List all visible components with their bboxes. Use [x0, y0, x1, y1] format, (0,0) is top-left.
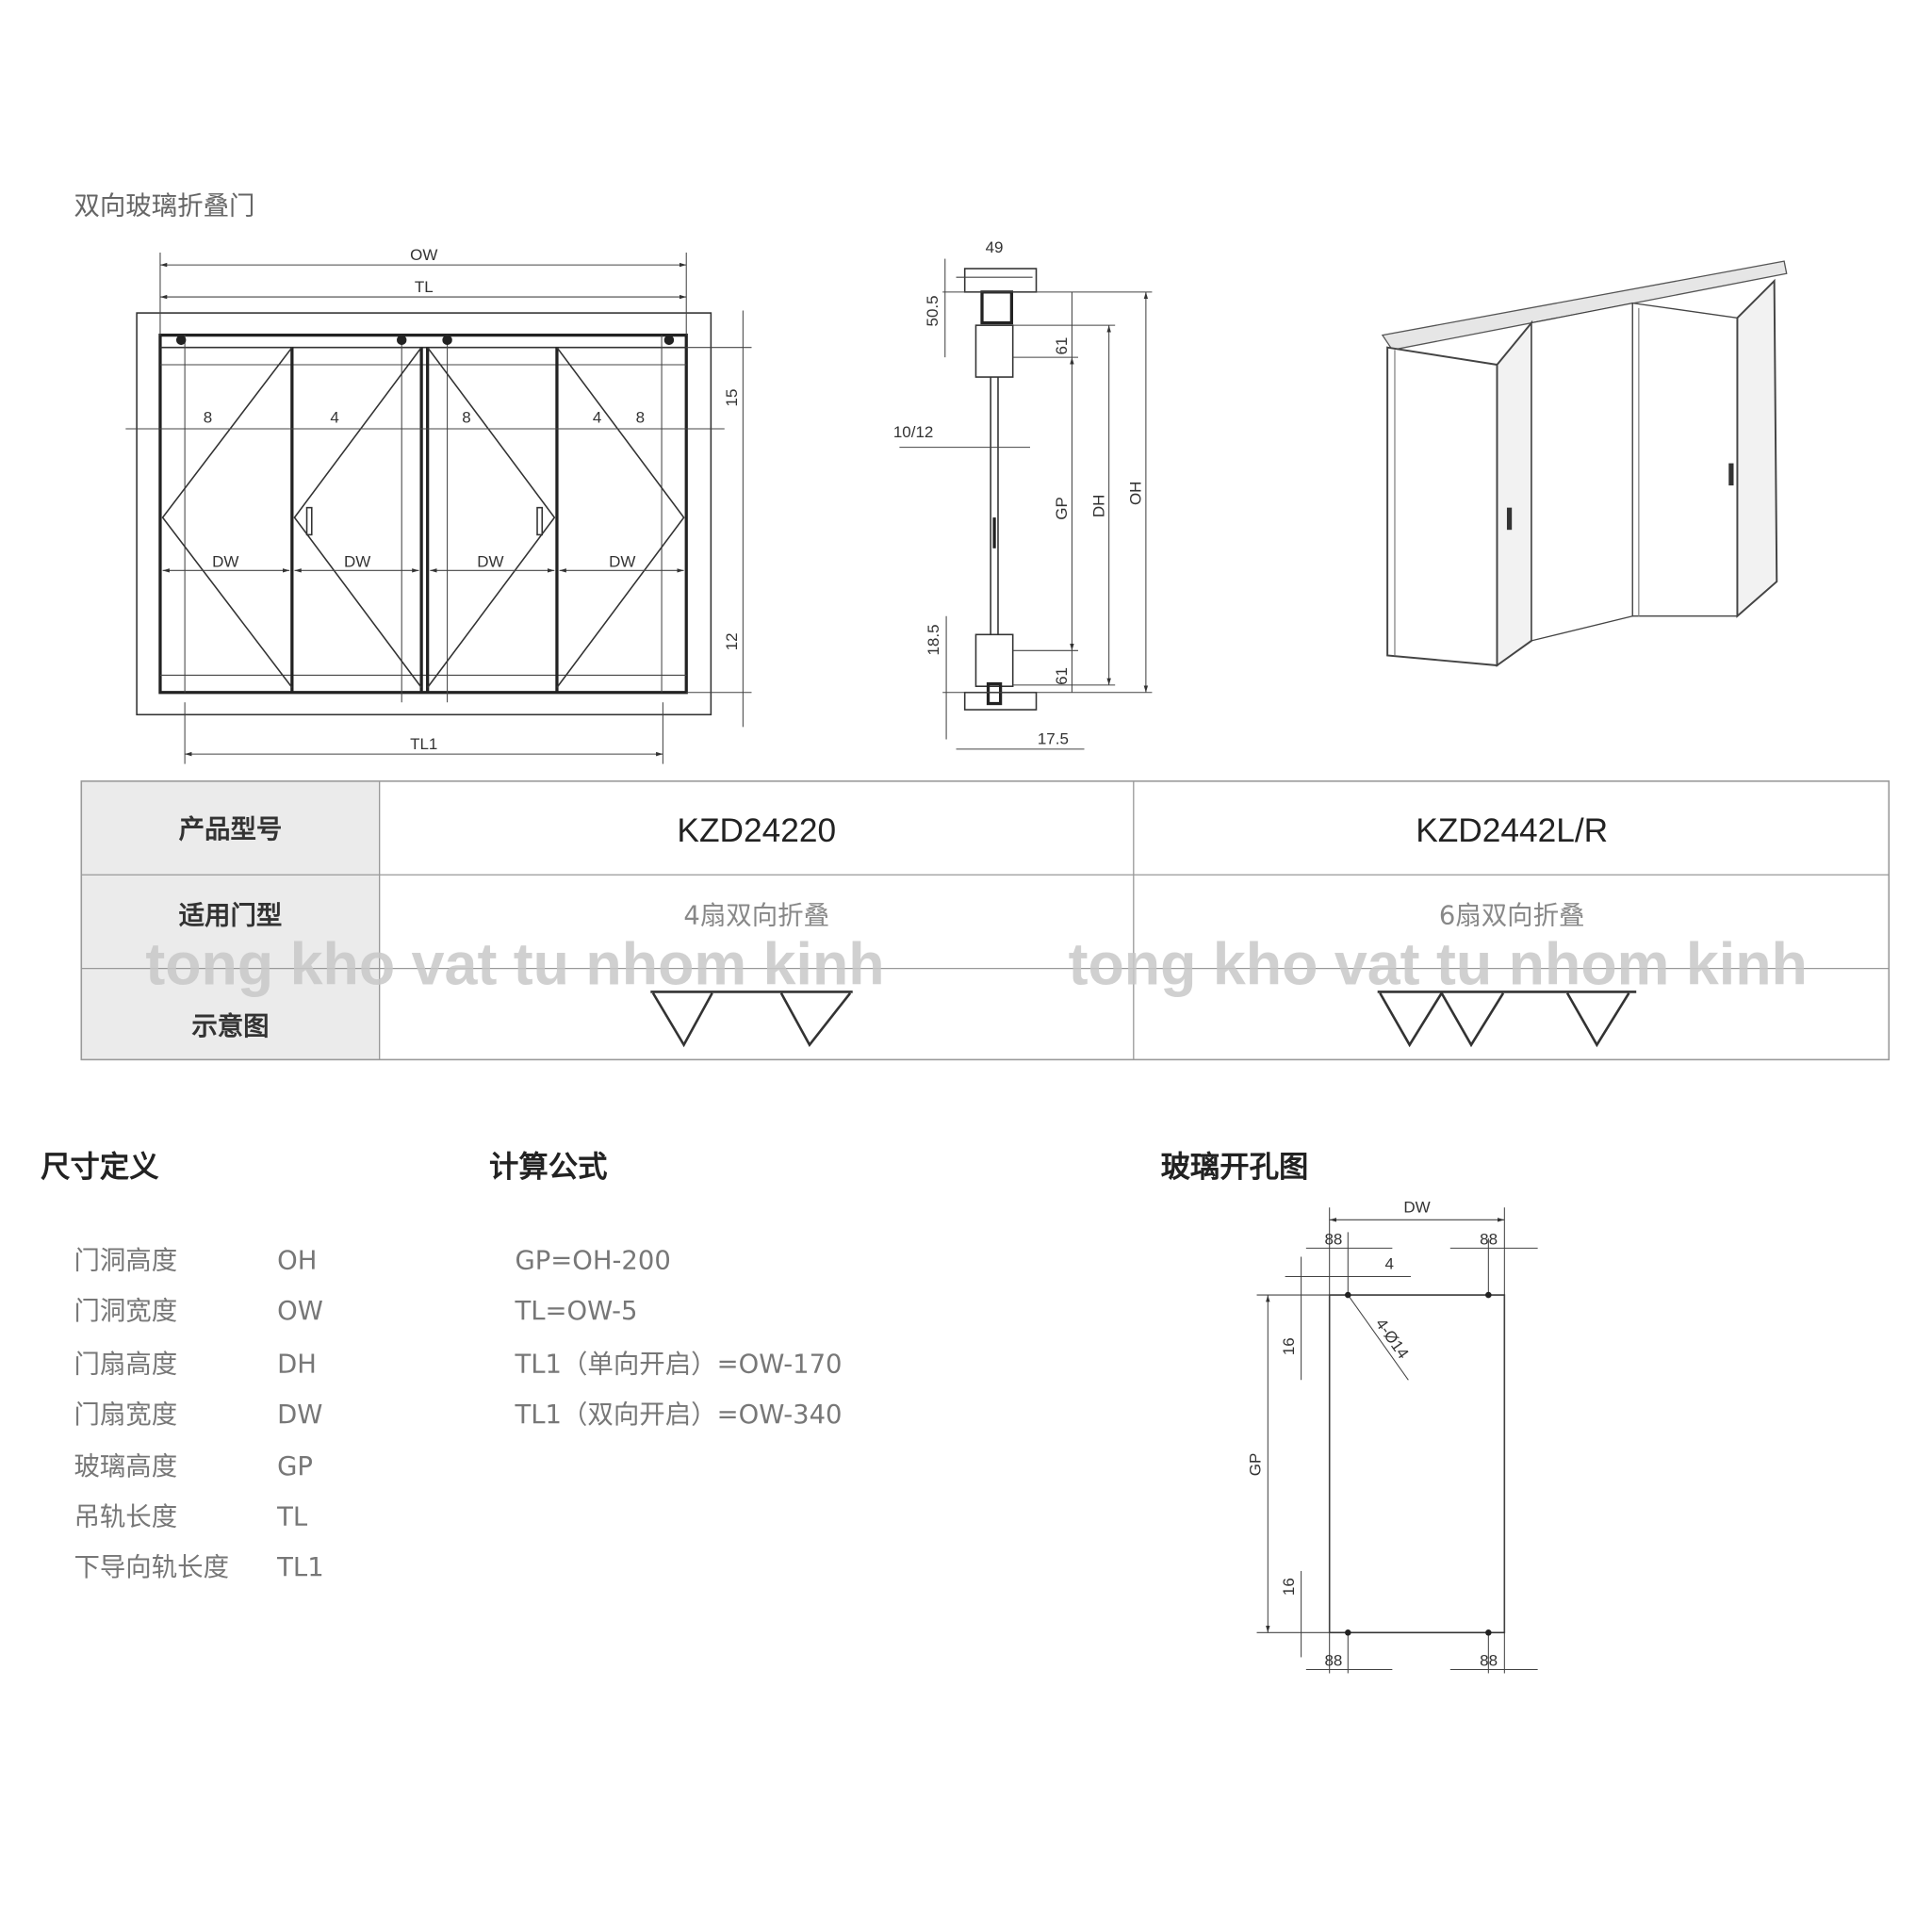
- dim-4: 4: [330, 408, 338, 426]
- formula: TL1（单向开启）=OW-170: [514, 1350, 842, 1379]
- def-name: 下导向轨长度: [74, 1553, 229, 1582]
- def-name: 门扇宽度: [74, 1400, 177, 1430]
- dim-61-top: 61: [1053, 337, 1071, 355]
- front-view-drawing: OW TL TL1 8 4 8 4 8 DW DW DW DW 15 12: [125, 246, 752, 764]
- dim-88: 88: [1324, 1230, 1342, 1248]
- dim-dw: DW: [609, 552, 635, 570]
- dim-gp: GP: [1246, 1453, 1264, 1477]
- formula: TL1（双向开启）=OW-340: [514, 1400, 842, 1430]
- row-label-door-type: 适用门型: [179, 902, 283, 931]
- dim-oh: OH: [1127, 482, 1145, 505]
- dim-10-12: 10/12: [893, 423, 934, 441]
- formulas-heading: 计算公式: [489, 1150, 607, 1185]
- dim-8: 8: [462, 408, 470, 426]
- def-code: DW: [277, 1400, 322, 1430]
- door-type-4: 4扇双向折叠: [683, 902, 829, 931]
- dim-tl1: TL1: [410, 735, 437, 753]
- page-title: 双向玻璃折叠门: [74, 191, 254, 221]
- dim-ow: OW: [410, 246, 437, 264]
- dim-88: 88: [1480, 1652, 1498, 1670]
- def-name: 玻璃高度: [74, 1452, 177, 1482]
- dim-dw: DW: [477, 552, 503, 570]
- dim-17-5: 17.5: [1038, 730, 1069, 748]
- dim-tl: TL: [415, 278, 434, 296]
- dim-4: 4: [593, 408, 601, 426]
- row-label-model: 产品型号: [179, 815, 283, 844]
- dim-dw: DW: [1403, 1198, 1430, 1216]
- dim-15: 15: [723, 389, 741, 407]
- formula: GP=OH-200: [515, 1247, 670, 1276]
- dim-16: 16: [1280, 1337, 1298, 1355]
- glass-hole-heading: 玻璃开孔图: [1161, 1151, 1309, 1185]
- product-table: 产品型号 KZD24220 KZD2442L/R 适用门型 4扇双向折叠 6扇双…: [80, 780, 1891, 1061]
- model-kzd2442lr: KZD2442L/R: [1416, 812, 1608, 849]
- glass-hole-drawing: 玻璃开孔图 DW 88 88 88 88 4 4-Ø14 16 16 GP: [1161, 1151, 1538, 1674]
- dim-4: 4: [1385, 1255, 1394, 1273]
- def-code: GP: [277, 1452, 313, 1482]
- model-kzd24220: KZD24220: [677, 812, 836, 849]
- dim-61-bottom: 61: [1053, 667, 1071, 685]
- def-code: DH: [277, 1350, 317, 1379]
- watermark: tong kho vat tu nhom kinh: [1069, 932, 1808, 998]
- def-code: OW: [277, 1297, 323, 1326]
- schematic-4-panel: [650, 991, 853, 1048]
- dim-8: 8: [204, 408, 212, 426]
- door-type-6: 6扇双向折叠: [1439, 902, 1585, 931]
- dim-dh: DH: [1089, 495, 1107, 518]
- dim-12: 12: [723, 632, 741, 650]
- def-code: TL1: [276, 1553, 324, 1582]
- def-name: 吊轨长度: [74, 1503, 177, 1532]
- dim-88: 88: [1480, 1230, 1498, 1248]
- dim-dw: DW: [212, 552, 238, 570]
- schematic-6-panel: [1377, 991, 1637, 1048]
- def-code: OH: [277, 1247, 317, 1276]
- formulas: 计算公式 GP=OH-200 TL=OW-5 TL1（单向开启）=OW-170 …: [489, 1150, 842, 1430]
- definitions-heading: 尺寸定义: [41, 1151, 159, 1185]
- row-label-schematic: 示意图: [191, 1011, 269, 1041]
- def-name: 门洞高度: [74, 1247, 177, 1276]
- dim-18-5: 18.5: [925, 624, 942, 655]
- def-name: 门扇高度: [74, 1350, 177, 1379]
- def-code: TL: [276, 1503, 308, 1532]
- watermark: tong kho vat tu nhom kinh: [145, 932, 884, 998]
- side-section-drawing: 49 50.5 61 10/12 GP DH OH 18.5 61 17.5: [893, 238, 1153, 750]
- dim-gp: GP: [1053, 497, 1071, 520]
- dim-8: 8: [636, 408, 645, 426]
- folding-door-3d-illustration: [1381, 260, 1788, 667]
- dim-16: 16: [1280, 1578, 1298, 1596]
- dim-88: 88: [1324, 1652, 1342, 1670]
- dim-50-5: 50.5: [924, 295, 941, 326]
- formula: TL=OW-5: [514, 1297, 637, 1326]
- hole-spec: 4-Ø14: [1372, 1316, 1413, 1363]
- def-name: 门洞宽度: [74, 1297, 177, 1326]
- dim-dw: DW: [344, 552, 370, 570]
- dim-49: 49: [986, 238, 1004, 256]
